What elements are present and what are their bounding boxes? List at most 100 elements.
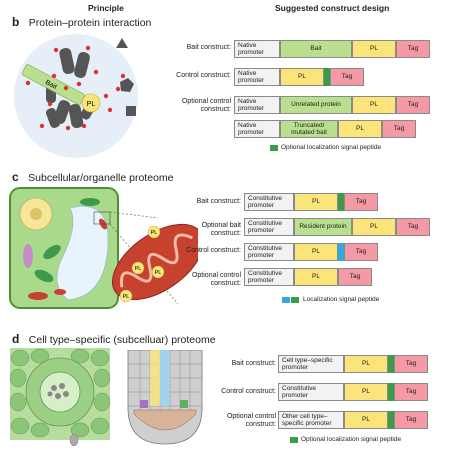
- panel-c-row3-promoter: Constitutive promoter: [244, 243, 294, 261]
- root-hair: [69, 433, 79, 446]
- panel-c-row1-pl: PL: [294, 193, 338, 211]
- panel-b-legend-swatch: [270, 145, 278, 151]
- root-tip-illustration: [127, 350, 203, 445]
- panel-b-row2-signal: [324, 68, 330, 86]
- panel-d-row3-promoter: Other cell type– specific promoter: [278, 411, 344, 429]
- section-d-title-text: Cell type–specific (subcelluar) proteome: [28, 334, 216, 346]
- panel-c-row2-resident: Resident protein: [294, 218, 352, 236]
- panel-c-row1-promoter: Constitutive promoter: [244, 193, 294, 211]
- panel-b-row3-tag: Tag: [396, 96, 430, 114]
- root-cap: [133, 409, 197, 431]
- panel-c-row2-pl: PL: [352, 218, 396, 236]
- panel-b-row1-bait: Bait: [280, 40, 352, 58]
- panel-c-row4-pl: PL: [294, 268, 338, 286]
- panel-c-row4-label: Optional control construct:: [191, 272, 241, 287]
- panel-b-row1-label: Bait construct:: [186, 44, 231, 51]
- panel-d-row1-pl: PL: [344, 355, 388, 373]
- square-protein-icon: [126, 106, 136, 116]
- construct-header: Suggested construct design: [275, 3, 390, 13]
- xylem-cells: [47, 383, 69, 399]
- bait-label: Bait: [44, 79, 58, 91]
- panel-c-row3-signal: [338, 243, 344, 261]
- panel-b-row4-truncated: Truncated/ mutated bait: [280, 120, 338, 138]
- panel-c-row2-promoter: Constitutive promoter: [244, 218, 294, 236]
- panel-c-legend-swatch-green: [291, 297, 299, 303]
- panel-d-row2-promoter: Constitutive promoter: [278, 383, 344, 401]
- panel-c-row3-label: Control construct:: [186, 247, 241, 254]
- panel-c-row4-promoter: Constitutive promoter: [244, 268, 294, 286]
- biotin-labels: [25, 45, 126, 131]
- panel-c-row3-pl: PL: [294, 243, 338, 261]
- highlighted-cell-file-blue: [160, 350, 170, 406]
- panel-d-row3-pl: PL: [344, 411, 388, 429]
- panel-d-row1-signal: [388, 355, 394, 373]
- panel-b-row3-pl: PL: [352, 96, 396, 114]
- vascular-cylinder: [39, 371, 81, 413]
- panel-c-row1-tag: Tag: [344, 193, 378, 211]
- section-b-title-text: Protein–protein interaction: [28, 17, 152, 29]
- panel-c-legend-swatch-cyan: [282, 297, 290, 303]
- pentagon-protein-icon: [120, 78, 134, 92]
- panel-b-row3-label: Optional control construct:: [181, 98, 231, 113]
- chloroplasts: [34, 198, 100, 283]
- panel-d-row2-tag: Tag: [394, 383, 428, 401]
- panel-d-row1-label: Bait construct:: [231, 360, 276, 367]
- panel-c-row4-tag: Tag: [338, 268, 372, 286]
- panel-d-row3-label: Optional control construct:: [226, 413, 276, 428]
- section-d-title: d Cell type–specific (subcelluar) proteo…: [12, 330, 216, 348]
- pl-enzyme: [81, 93, 101, 113]
- zoom-line-top: [109, 211, 159, 219]
- panel-b-row4-tag: Tag: [382, 120, 416, 138]
- zoom-box: [93, 211, 111, 225]
- panel-d-row3-signal: [388, 411, 394, 429]
- panel-b-row2-promoter: Native promoter: [234, 68, 280, 86]
- section-c-title-text: Subcellular/organelle proteome: [28, 172, 174, 184]
- section-d-letter: d: [12, 332, 20, 346]
- panel-c-row2-label: Optional bait construct:: [201, 222, 241, 237]
- section-c-letter: c: [12, 170, 19, 184]
- pl-enzymes: PL PL PL PL: [119, 225, 165, 303]
- section-b-title: b Protein–protein interaction: [12, 13, 151, 31]
- stem-cross-section-illustration: [10, 348, 110, 446]
- quiescent-center-purple: [140, 400, 148, 408]
- svg-text:PL: PL: [135, 266, 142, 272]
- svg-text:PL: PL: [123, 294, 130, 300]
- panel-d-row1-tag: Tag: [394, 355, 428, 373]
- panel-b-legend: Optional localization signal peptide: [281, 144, 382, 151]
- svg-text:PL: PL: [151, 230, 158, 236]
- panel-b-row4-promoter: Native promoter: [234, 120, 280, 138]
- panel-d-row2-label: Control construct:: [221, 388, 276, 395]
- panel-b-row3-unrelated: Unrelated protein: [280, 96, 352, 114]
- panel-c-legend: Localization signal peptide: [303, 296, 380, 303]
- panel-b-row2-label: Control construct:: [176, 72, 231, 79]
- quiescent-center-green: [180, 400, 188, 408]
- golgi-body: [23, 244, 33, 268]
- mitochondrion-zoom: [111, 223, 198, 301]
- nucleolus: [30, 208, 42, 220]
- svg-text:PL: PL: [155, 270, 162, 276]
- plant-cell-illustration: PL PL PL PL: [9, 187, 198, 309]
- panel-c-row3-tag: Tag: [344, 243, 378, 261]
- panel-d-row2-signal: [388, 383, 394, 401]
- panel-b-row2-pl: PL: [280, 68, 324, 86]
- panel-c-row2-tag: Tag: [396, 218, 430, 236]
- section-c-title: c Subcellular/organelle proteome: [12, 168, 173, 186]
- panel-c-row1-signal: [338, 193, 344, 211]
- triangle-protein-icon: [116, 38, 128, 48]
- ppi-illustration: Bait PL: [14, 34, 138, 158]
- panel-b-row2-tag: Tag: [330, 68, 364, 86]
- highlighted-cell-file-yellow: [150, 350, 160, 406]
- principle-header: Principle: [88, 3, 124, 13]
- panel-d-legend: Optional localization signal peptide: [301, 436, 402, 443]
- panel-b-row1-promoter: Native promoter: [234, 40, 280, 58]
- section-b-letter: b: [12, 15, 20, 29]
- panel-d-row1-promoter: Cell type–specific promoter: [278, 355, 344, 373]
- panel-b-row3-promoter: Native promoter: [234, 96, 280, 114]
- panel-b-row1-tag: Tag: [396, 40, 430, 58]
- panel-b-row1-pl: PL: [352, 40, 396, 58]
- cortex-cells: [10, 348, 110, 438]
- panel-d-row2-pl: PL: [344, 383, 388, 401]
- panel-c-row1-label: Bait construct:: [196, 198, 241, 205]
- panel-b-row4-pl: PL: [338, 120, 382, 138]
- vacuole: [56, 205, 109, 301]
